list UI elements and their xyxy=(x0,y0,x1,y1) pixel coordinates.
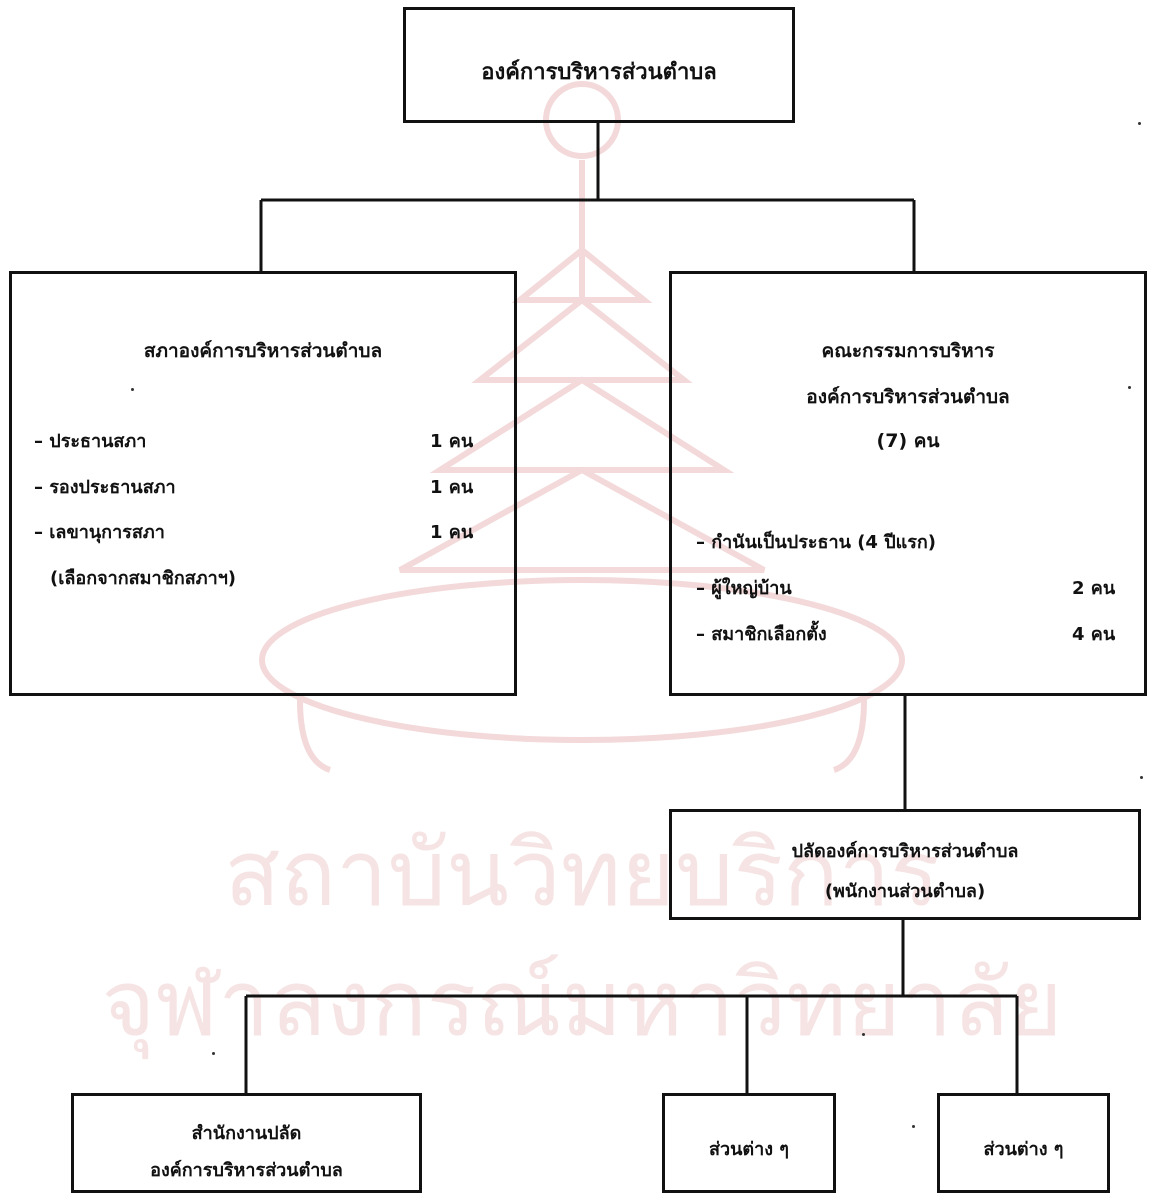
executive-member-qty: 4 คน xyxy=(1072,624,1116,645)
executive-title-line-3: (7) คน xyxy=(876,430,940,452)
scan-speck xyxy=(1140,776,1143,779)
council-member-label: – เลขานุการสภา xyxy=(34,522,165,543)
root-title: องค์การบริหารส่วนตำบล xyxy=(481,60,717,85)
clerk-title-line-1: ปลัดองค์การบริหารส่วนตำบล xyxy=(791,841,1019,862)
executive-member-label: – ผู้ใหญ่บ้าน xyxy=(696,578,792,599)
clerk-title-line-2: (พนักงานส่วนตำบล) xyxy=(824,881,986,902)
department-box-divisions-2: ส่วนต่าง ๆ xyxy=(937,1093,1110,1193)
scan-speck xyxy=(912,1125,915,1128)
scan-speck xyxy=(1138,122,1141,125)
council-note: (เลือกจากสมาชิกสภาฯ) xyxy=(50,568,237,589)
scan-speck xyxy=(1128,386,1131,389)
scan-speck xyxy=(212,1052,215,1055)
root-box: องค์การบริหารส่วนตำบล xyxy=(403,7,795,123)
council-member-qty: 1 คน xyxy=(430,431,474,452)
department-title-line-1: สำนักงานปลัด xyxy=(191,1123,302,1144)
department-box-office: สำนักงานปลัด องค์การบริหารส่วนตำบล xyxy=(71,1093,422,1193)
department-title: ส่วนต่าง ๆ xyxy=(983,1139,1064,1160)
executive-title-line-2: องค์การบริหารส่วนตำบล xyxy=(806,386,1010,408)
executive-member-label: – สมาชิกเลือกตั้ง xyxy=(696,624,827,645)
department-title: ส่วนต่าง ๆ xyxy=(709,1139,789,1160)
council-member-label: – ประธานสภา xyxy=(34,431,147,452)
executive-chair: – กำนันเป็นประธาน (4 ปีแรก) xyxy=(696,532,937,553)
council-member-label: – รองประธานสภา xyxy=(34,477,176,498)
department-box-divisions-1: ส่วนต่าง ๆ xyxy=(662,1093,836,1193)
council-member-qty: 1 คน xyxy=(430,522,474,543)
scan-speck xyxy=(131,388,134,391)
department-title-line-2: องค์การบริหารส่วนตำบล xyxy=(150,1160,343,1181)
council-box: สภาองค์การบริหารส่วนตำบล – ประธานสภา 1 ค… xyxy=(9,271,517,696)
executive-member-qty: 2 คน xyxy=(1072,578,1116,599)
council-title: สภาองค์การบริหารส่วนตำบล xyxy=(143,340,383,362)
clerk-box: ปลัดองค์การบริหารส่วนตำบล (พนักงานส่วนตำ… xyxy=(669,809,1141,920)
council-member-qty: 1 คน xyxy=(430,477,474,498)
executive-title-line-1: คณะกรรมการบริหาร xyxy=(821,340,995,362)
scan-speck xyxy=(862,1033,865,1036)
executive-box: คณะกรรมการบริหาร องค์การบริหารส่วนตำบล (… xyxy=(669,271,1147,696)
